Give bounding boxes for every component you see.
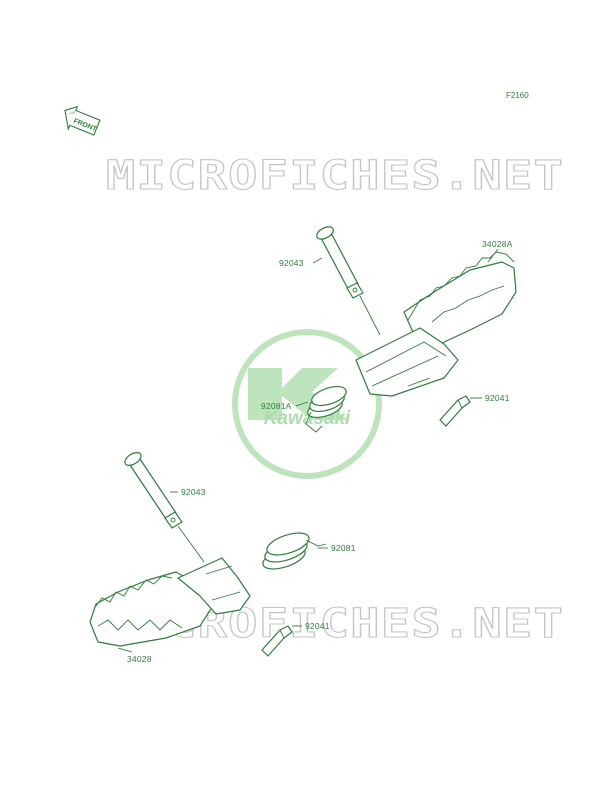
leader-pin-upper: [312, 257, 323, 264]
figure-code: F2160: [506, 91, 529, 100]
leader-spring-upper: [295, 401, 309, 407]
leader-pin-lower-axis: [177, 525, 205, 563]
label-footpeg-right: 34028A: [482, 239, 513, 249]
leader-pin-upper-axis: [359, 295, 381, 336]
footpeg-right: [355, 251, 517, 397]
label-spring-upper: 92081A: [261, 401, 292, 411]
pin-lower: [124, 452, 183, 529]
footpeg-left: [89, 557, 251, 647]
leader-footpeg-left: [117, 647, 133, 653]
kawasaki-logo-icon: Kawasaki: [232, 329, 382, 479]
label-pin-upper: 92043: [279, 258, 304, 268]
cotter-lower: [261, 625, 293, 657]
spring-lower: [262, 532, 327, 570]
pin-upper: [316, 226, 364, 299]
leader-footpeg-right: [487, 248, 499, 263]
label-cotter-lower: 92041: [305, 621, 330, 631]
cotter-upper: [439, 395, 471, 427]
label-footpeg-left: 34028: [127, 654, 152, 664]
label-pin-lower: 92043: [181, 487, 206, 497]
label-cotter-upper: 92041: [485, 393, 510, 403]
watermark-top: MICROFICHES.NET: [106, 153, 564, 199]
spring-upper: [305, 385, 347, 433]
label-spring-lower: 92081: [331, 543, 356, 553]
front-arrow-icon: FRONT: [64, 105, 101, 136]
